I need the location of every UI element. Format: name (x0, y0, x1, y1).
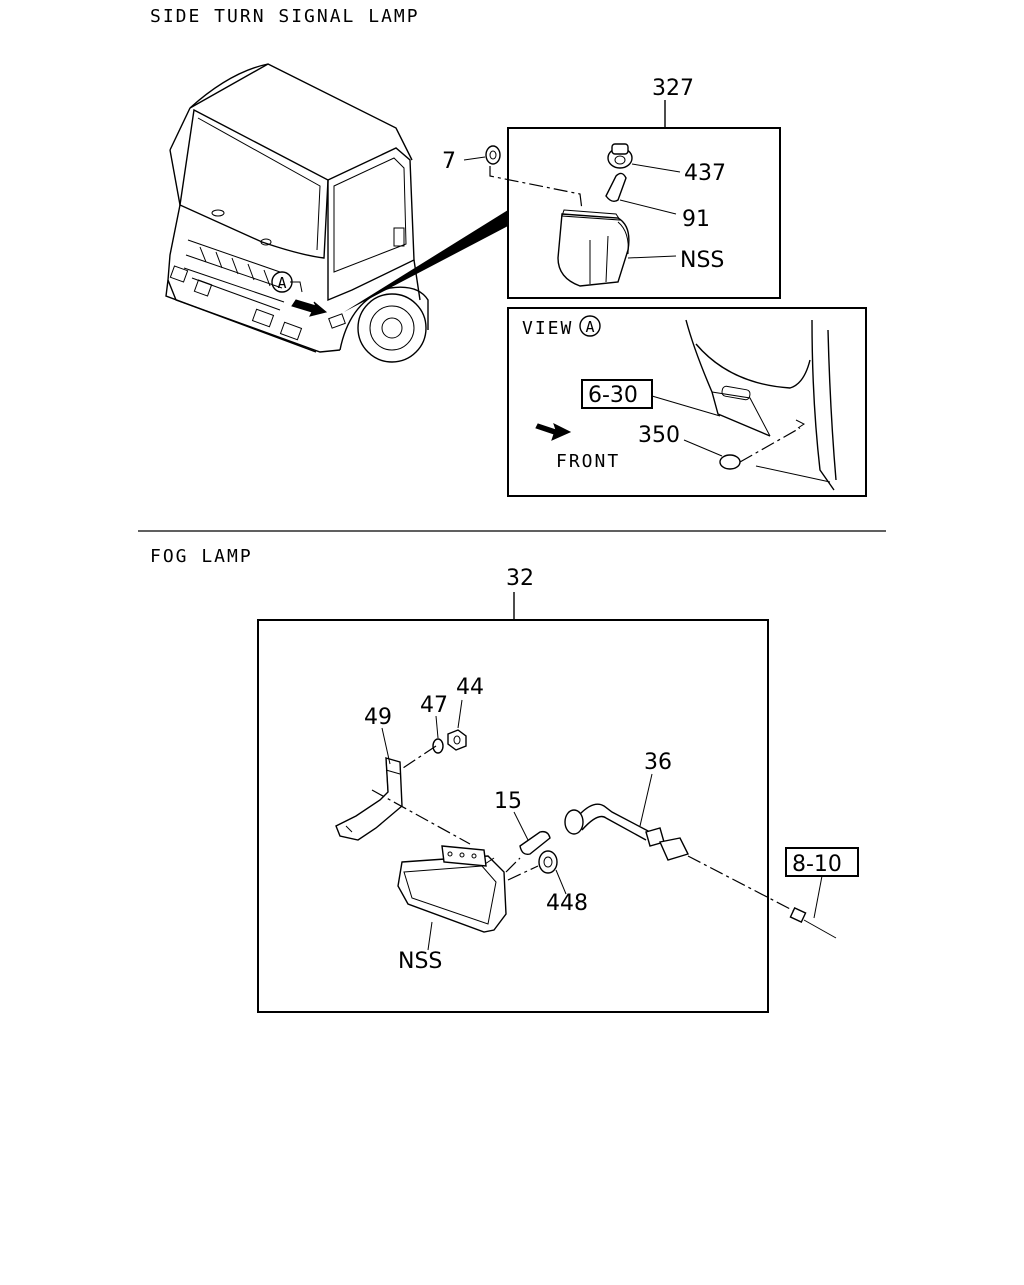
truck-cab-illustration (165, 63, 508, 363)
callout-32: 32 (506, 566, 534, 591)
bulb-part (605, 172, 627, 203)
fog-bulb-part (519, 830, 551, 856)
callout-44: 44 (456, 675, 484, 700)
callout-437: 437 (684, 161, 726, 186)
socket-part (607, 143, 633, 169)
fog-lamp-body (397, 845, 507, 933)
washer-part (432, 738, 444, 754)
ref-6-30: 6-30 (588, 383, 638, 408)
callout-nss-side: NSS (680, 248, 724, 273)
view-marker-truck: A (271, 271, 293, 293)
view-marker-truck-letter: A (277, 274, 286, 292)
callout-36: 36 (644, 750, 672, 775)
callout-7: 7 (442, 149, 456, 174)
callout-91: 91 (682, 207, 710, 232)
callout-448: 448 (546, 891, 588, 916)
ref-box-6-30 (581, 379, 653, 409)
front-label: FRONT (556, 451, 620, 472)
callout-49: 49 (364, 705, 392, 730)
callout-nss-fog: NSS (398, 949, 442, 974)
view-a-panel (685, 319, 837, 491)
callout-47: 47 (420, 693, 448, 718)
clip-part (485, 145, 501, 165)
grommet-part (719, 454, 741, 470)
cap-part (538, 850, 558, 874)
side-lamp-lens (557, 209, 630, 287)
fog-lamp-assembly-box (257, 619, 769, 1013)
harness-connector-end (789, 907, 837, 939)
view-a-box (507, 307, 867, 497)
view-a-label: VIEW (522, 318, 573, 339)
callout-350: 350 (638, 423, 680, 448)
callout-327: 327 (652, 76, 694, 101)
view-a-marker: A (585, 318, 594, 336)
harness-part (564, 803, 689, 861)
ref-8-10: 8-10 (792, 852, 842, 877)
section-title-fog: FOG LAMP (150, 546, 253, 567)
section-title-side-turn: SIDE TURN SIGNAL LAMP (150, 6, 420, 27)
callout-15: 15 (494, 789, 522, 814)
side-lamp-assembly-box (507, 127, 781, 299)
bracket-part (335, 757, 403, 841)
nut-part (447, 729, 467, 751)
front-arrow-icon (535, 423, 572, 441)
